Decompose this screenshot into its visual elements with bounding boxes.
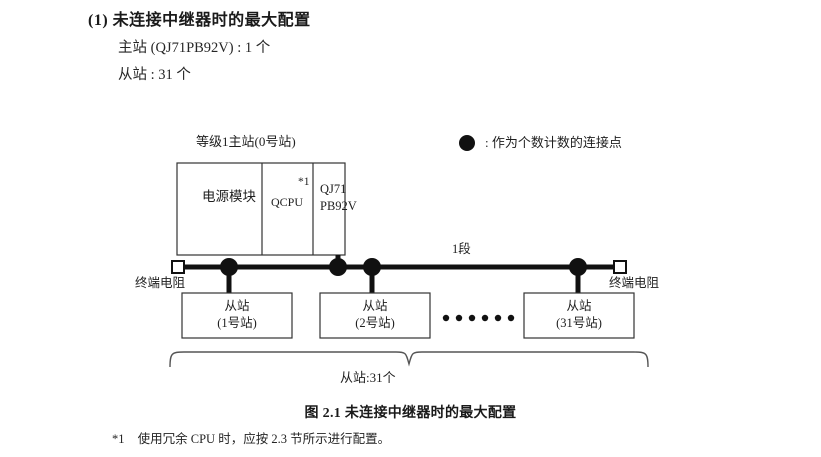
section-heading: (1) 未连接中继器时的最大配置 <box>88 6 311 30</box>
module-label-power: 电源模块 <box>202 189 256 204</box>
ellipsis-dots <box>442 314 515 322</box>
legend-label: : 作为个数计数的连接点 <box>485 135 622 150</box>
slave-label-line1: 从站 <box>224 299 250 313</box>
footnote-mark: *1 <box>112 432 125 446</box>
figure-caption: 图 2.1 未连接中继器时的最大配置 <box>304 406 517 421</box>
section-line-slave: 从站 : 31 个 <box>118 67 191 83</box>
section-title: 未连接中继器时的最大配置 <box>112 12 311 29</box>
connection-point-dot <box>363 258 381 276</box>
slave-station-label-1: 从站 (1号站) <box>182 298 292 332</box>
module-label-pb92v-line2: PB92V <box>320 199 357 213</box>
bus-segment-label: 1段 <box>452 242 471 256</box>
terminator-left-label: 终端电阻 <box>135 276 186 290</box>
slave-station-label-2: 从站 (2号站) <box>320 298 430 332</box>
connection-point-dot <box>329 258 347 276</box>
slave-group-label: 从站:31个 <box>340 370 396 385</box>
section-line-master: 主站 (QJ71PB92V) : 1 个 <box>118 40 271 56</box>
module-label-pb92v-line1: QJ71 <box>320 182 347 196</box>
slave-station-box-2 <box>319 292 431 339</box>
slave-station-label-31: 从站 (31号站) <box>524 298 634 332</box>
slave-label-line2: (2号站) <box>355 315 395 330</box>
terminator-right-symbol <box>613 260 627 274</box>
connection-point-dot <box>220 258 238 276</box>
figure-footnote: *1 使用冗余 CPU 时，应按 2.3 节所示进行配置。 <box>112 428 390 447</box>
section-number: (1) <box>88 12 109 29</box>
slave-station-box-31 <box>523 292 635 339</box>
connection-point-dot <box>569 258 587 276</box>
slave-group-brace <box>169 351 649 368</box>
slave-label-line1: 从站 <box>566 299 592 313</box>
master-station-box <box>176 162 346 256</box>
terminator-right-label: 终端电阻 <box>609 276 660 290</box>
slave-label-line1: 从站 <box>362 299 388 313</box>
legend-marker-icon <box>459 135 475 151</box>
module-label-qcpu: QCPU <box>270 195 303 209</box>
master-station-label: 等级1主站(0号站) <box>196 134 296 149</box>
terminator-left-symbol <box>171 260 185 274</box>
slave-label-line2: (31号站) <box>556 315 602 330</box>
slave-station-box-1 <box>181 292 293 339</box>
slave-label-line2: (1号站) <box>217 315 257 330</box>
qcpu-footnote-mark: *1 <box>298 176 310 188</box>
footnote-text: 使用冗余 CPU 时，应按 2.3 节所示进行配置。 <box>137 432 391 446</box>
